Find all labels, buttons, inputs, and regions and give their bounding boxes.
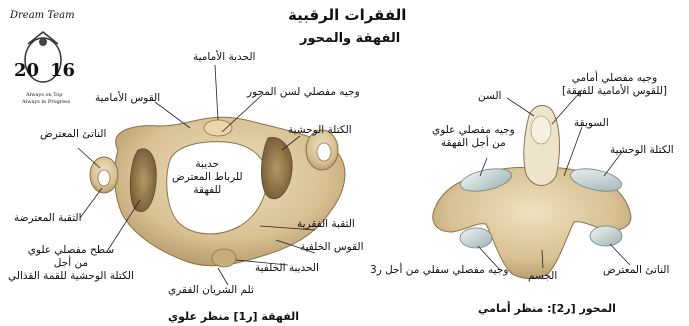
label-anterior-tubercle: الحدبة الأمامية	[193, 51, 255, 64]
label-atlas-lateral-mass: الكتلة الوحشية	[288, 124, 352, 137]
label-inferior-facet: وجيه مفصلي سفلي من أجل ر3	[370, 264, 508, 277]
label-body: الجسم	[528, 270, 557, 283]
label-axis-transverse-process: الناتئ المعترض	[603, 264, 669, 277]
label-axis-superior-facet: وجيه مفصلي علوي من أجل الفهقة	[432, 124, 515, 150]
label-transverse-foramen: الثقبة المعترضة	[14, 212, 82, 225]
label-posterior-arch: القوس الخلفية	[300, 241, 364, 254]
label-posterior-tubercle: الحديبة الخلفية	[255, 262, 319, 275]
label-anterior-arch: القوس الأمامية	[95, 92, 160, 105]
label-dens: السن	[478, 90, 501, 103]
label-pedicle: السويقة	[574, 117, 609, 130]
label-atlas-transverse-process: الناتئ المعترض	[40, 128, 106, 141]
axis-caption: المحور [ر2]: منظر أمامي	[478, 302, 616, 315]
atlas-caption: الفهقة [ر1] منظر علوي	[168, 310, 299, 323]
label-dens-facet: وجيه مفصلي لسن المحور	[247, 86, 360, 99]
label-axis-anterior-facet: وجيه مفصلي أمامي [للقوس الأمامية للفهقة]	[562, 72, 667, 98]
label-vertebral-foramen: الثقبة الفقرية	[297, 218, 355, 231]
label-ligament-tubercle: حديبة للرباط المعترض للفهقة	[172, 158, 243, 197]
label-vertebral-artery-groove: ثلم الشريان الفقري	[168, 284, 254, 297]
label-axis-lateral-mass: الكتلة الوحشية	[610, 144, 674, 157]
label-atlas-superior-facet: سطح مفصلي علوي من أجل الكتلة الوحشية للق…	[8, 244, 134, 283]
